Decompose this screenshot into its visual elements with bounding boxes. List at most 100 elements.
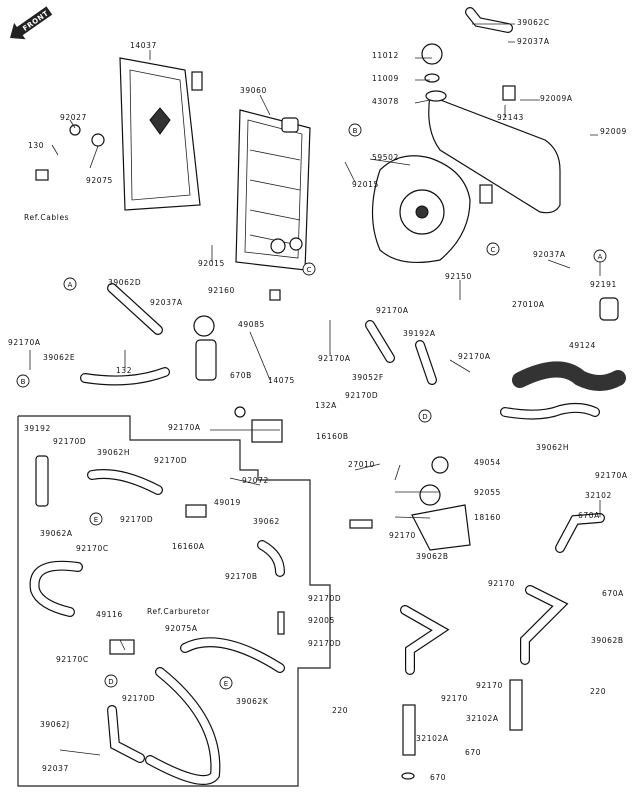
part-label[interactable]: 39062K bbox=[236, 697, 269, 706]
part-label[interactable]: 92027 bbox=[60, 113, 87, 122]
part-label[interactable]: 92009A bbox=[540, 94, 573, 103]
marker-label: B bbox=[21, 378, 26, 386]
part-label[interactable]: 39062 bbox=[253, 517, 280, 526]
part-label[interactable]: 92170A bbox=[595, 471, 628, 480]
part-label[interactable]: 92055 bbox=[474, 488, 501, 497]
part-label[interactable]: 92150 bbox=[445, 272, 472, 281]
part-label[interactable]: 92170D bbox=[122, 694, 155, 703]
part-label[interactable]: 92170 bbox=[476, 681, 503, 690]
part-label[interactable]: 18160 bbox=[474, 513, 501, 522]
marker-c[interactable]: C bbox=[302, 262, 316, 276]
part-label[interactable]: Ref.Carburetor bbox=[147, 607, 210, 616]
part-label[interactable]: 27010 bbox=[348, 460, 375, 469]
part-label[interactable]: 220 bbox=[590, 687, 606, 696]
part-label[interactable]: 11009 bbox=[372, 74, 399, 83]
part-label[interactable]: 92037A bbox=[533, 250, 566, 259]
marker-e[interactable]: E bbox=[89, 512, 103, 526]
part-label[interactable]: 39062H bbox=[97, 448, 130, 457]
part-label[interactable]: 92170B bbox=[225, 572, 258, 581]
part-label[interactable]: 32102 bbox=[585, 491, 612, 500]
part-label[interactable]: 39062H bbox=[536, 443, 569, 452]
part-label[interactable]: 49116 bbox=[96, 610, 123, 619]
part-label[interactable]: 39192A bbox=[403, 329, 436, 338]
part-label[interactable]: 39062B bbox=[591, 636, 624, 645]
part-label[interactable]: 49124 bbox=[569, 341, 596, 350]
part-label[interactable]: Ref.Cables bbox=[24, 213, 69, 222]
part-label[interactable]: 92170C bbox=[56, 655, 89, 664]
part-label[interactable]: 32102A bbox=[466, 714, 499, 723]
part-label[interactable]: 14075 bbox=[268, 376, 295, 385]
part-label[interactable]: 92170A bbox=[458, 352, 491, 361]
part-label[interactable]: 92170 bbox=[389, 531, 416, 540]
part-label[interactable]: 92170A bbox=[8, 338, 41, 347]
marker-c[interactable]: C bbox=[486, 242, 500, 256]
part-label[interactable]: 130 bbox=[28, 141, 44, 150]
part-label[interactable]: 92170 bbox=[488, 579, 515, 588]
marker-d[interactable]: D bbox=[104, 674, 118, 688]
part-label[interactable]: 92037A bbox=[517, 37, 550, 46]
part-label[interactable]: 92009 bbox=[600, 127, 627, 136]
part-label[interactable]: 92170D bbox=[308, 639, 341, 648]
part-label[interactable]: 92075 bbox=[86, 176, 113, 185]
part-label[interactable]: 92170D bbox=[53, 437, 86, 446]
part-label[interactable]: 670 bbox=[430, 773, 446, 782]
part-label[interactable]: 92170D bbox=[345, 391, 378, 400]
part-label[interactable]: 92170C bbox=[76, 544, 109, 553]
part-label[interactable]: 49085 bbox=[238, 320, 265, 329]
part-label[interactable]: 670B bbox=[230, 371, 252, 380]
part-label[interactable]: 92075A bbox=[165, 624, 198, 633]
part-label[interactable]: 39052F bbox=[352, 373, 384, 382]
part-label[interactable]: 670 bbox=[465, 748, 481, 757]
part-label[interactable]: 39062E bbox=[43, 353, 75, 362]
part-label[interactable]: 92037A bbox=[150, 298, 183, 307]
part-label[interactable]: 14037 bbox=[130, 41, 157, 50]
part-label[interactable]: 43078 bbox=[372, 97, 399, 106]
part-label[interactable]: 39060 bbox=[240, 86, 267, 95]
part-label[interactable]: 132A bbox=[315, 401, 337, 410]
part-label[interactable]: 59502 bbox=[372, 153, 399, 162]
part-label[interactable]: 92191 bbox=[590, 280, 617, 289]
part-label[interactable]: 39062B bbox=[416, 552, 449, 561]
part-label[interactable]: 39062C bbox=[517, 18, 550, 27]
part-label[interactable]: 27010A bbox=[512, 300, 545, 309]
marker-label: E bbox=[224, 680, 228, 688]
part-label[interactable]: 39192 bbox=[24, 424, 51, 433]
part-label[interactable]: 92143 bbox=[497, 113, 524, 122]
part-label[interactable]: 92170D bbox=[308, 594, 341, 603]
part-label[interactable]: 92072 bbox=[242, 476, 269, 485]
part-label[interactable]: 92015 bbox=[352, 180, 379, 189]
marker-a[interactable]: A bbox=[63, 277, 77, 291]
part-label[interactable]: 32102A bbox=[416, 734, 449, 743]
part-label[interactable]: 92005 bbox=[308, 616, 335, 625]
part-label[interactable]: 92015 bbox=[198, 259, 225, 268]
part-label[interactable]: 92170D bbox=[154, 456, 187, 465]
part-label[interactable]: 39062D bbox=[108, 278, 141, 287]
part-label[interactable]: 92170A bbox=[376, 306, 409, 315]
part-label[interactable]: 220 bbox=[332, 706, 348, 715]
part-label[interactable]: 92170A bbox=[318, 354, 351, 363]
marker-e[interactable]: E bbox=[219, 676, 233, 690]
part-label[interactable]: 132 bbox=[116, 366, 132, 375]
part-label[interactable]: 11012 bbox=[372, 51, 399, 60]
marker-a[interactable]: A bbox=[593, 249, 607, 263]
marker-label: E bbox=[94, 516, 98, 524]
marker-d[interactable]: D bbox=[418, 409, 432, 423]
part-label[interactable]: 49019 bbox=[214, 498, 241, 507]
part-label[interactable]: 92170A bbox=[168, 423, 201, 432]
marker-b[interactable]: B bbox=[348, 123, 362, 137]
front-arrow-icon: FRONT bbox=[10, 6, 53, 40]
part-label[interactable]: 92170D bbox=[120, 515, 153, 524]
part-label[interactable]: 16160B bbox=[316, 432, 349, 441]
part-label[interactable]: 49054 bbox=[474, 458, 501, 467]
part-label[interactable]: 670A bbox=[578, 511, 600, 520]
part-label[interactable]: 92170 bbox=[441, 694, 468, 703]
part-label[interactable]: 39062A bbox=[40, 529, 73, 538]
part-label[interactable]: 670A bbox=[602, 589, 624, 598]
part-labels: 39062C 92037A 11012 11009 43078 92009A 9… bbox=[8, 18, 628, 782]
part-label[interactable]: 92160 bbox=[208, 286, 235, 295]
part-label[interactable]: 92037 bbox=[42, 764, 69, 773]
marker-b[interactable]: B bbox=[16, 374, 30, 388]
part-label[interactable]: 16160A bbox=[172, 542, 205, 551]
part-label[interactable]: 39062J bbox=[40, 720, 70, 729]
